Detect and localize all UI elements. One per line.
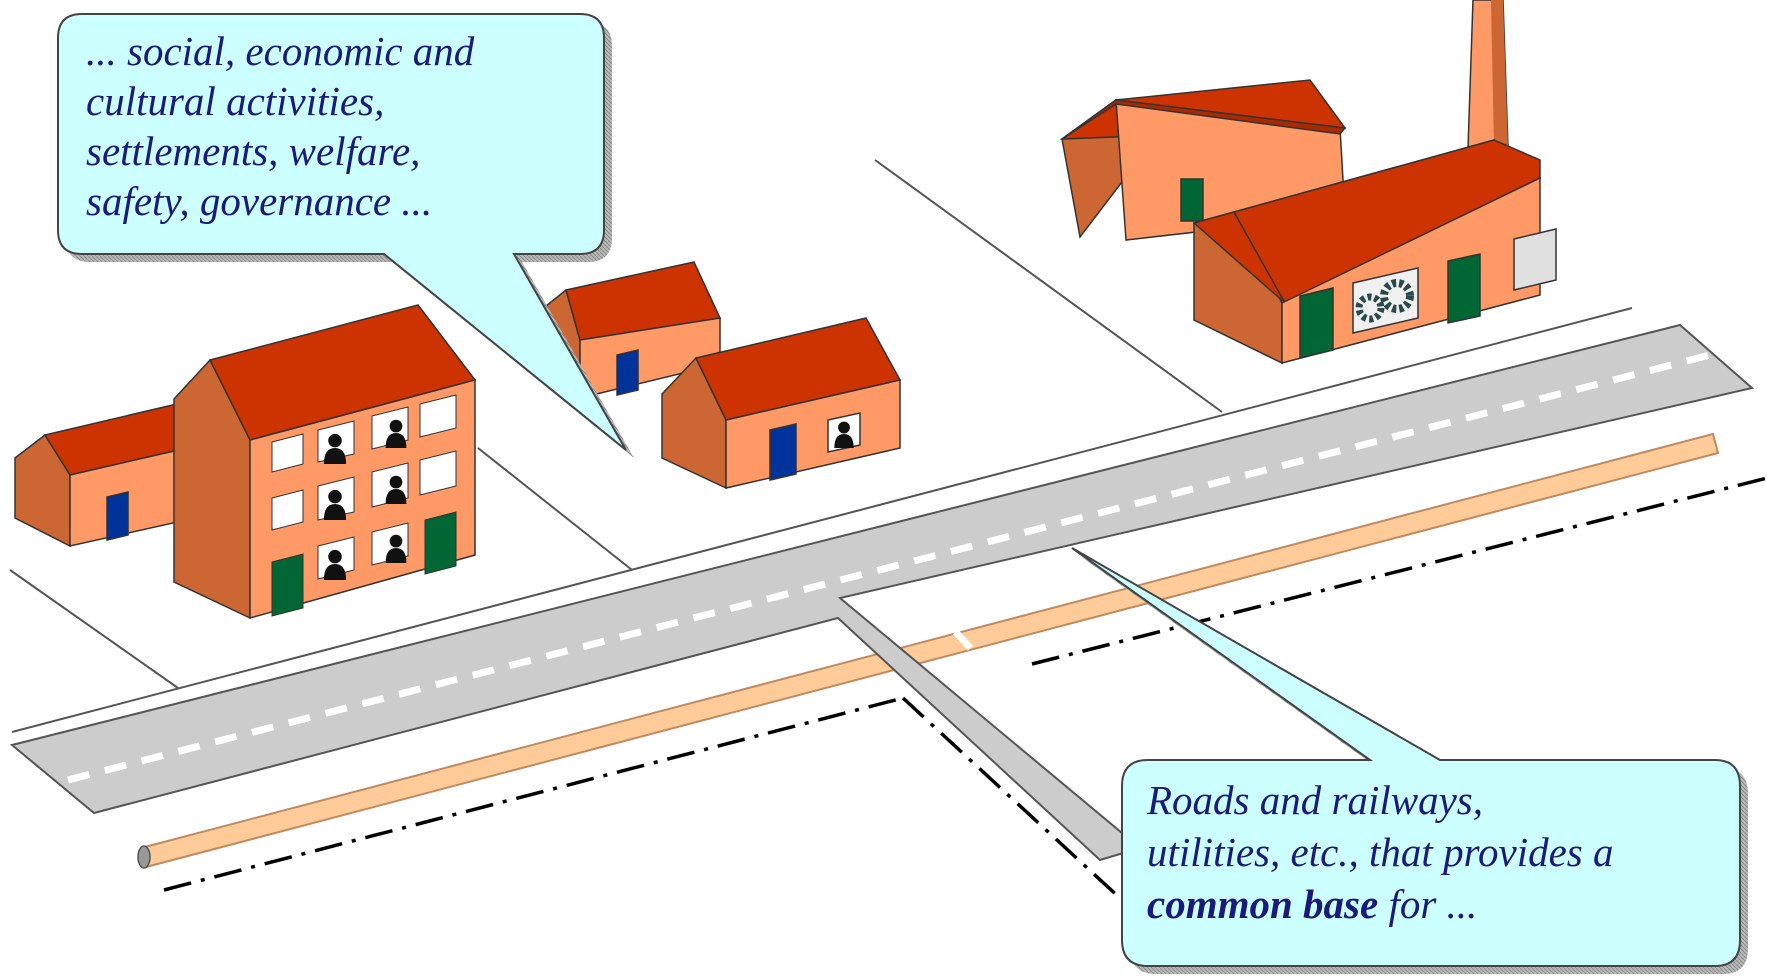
- callout-bottom-line: Roads and railways,: [1147, 777, 1483, 823]
- callout-top-text: ... social, economic and cultural activi…: [86, 26, 606, 226]
- callout-top-line: settlements, welfare,: [86, 128, 421, 174]
- callout-bottom-line: utilities, etc., that provides a: [1147, 829, 1614, 875]
- common-base-emphasis: common base: [1147, 881, 1379, 927]
- utility-pipe: [137, 432, 1720, 869]
- callout-top-line: ... social, economic and: [86, 28, 475, 74]
- callout-top-bubble: [57, 13, 634, 458]
- lot-lines: [9, 159, 1633, 733]
- callout-bottom-line-rest: for ...: [1378, 881, 1478, 927]
- callout-bottom-line: common base for ...: [1147, 878, 1737, 930]
- gears-icon: [1355, 279, 1414, 323]
- apartment-building: [173, 304, 477, 620]
- callout-top-line: safety, governance ...: [86, 178, 433, 224]
- callout-bottom-bubble: [1071, 547, 1748, 974]
- chimney: [1467, 0, 1509, 149]
- boundary-lines: [163, 476, 1767, 902]
- callout-bottom-text: Roads and railways, utilities, etc., tha…: [1147, 774, 1737, 930]
- callout-top-line: cultural activities,: [86, 78, 385, 124]
